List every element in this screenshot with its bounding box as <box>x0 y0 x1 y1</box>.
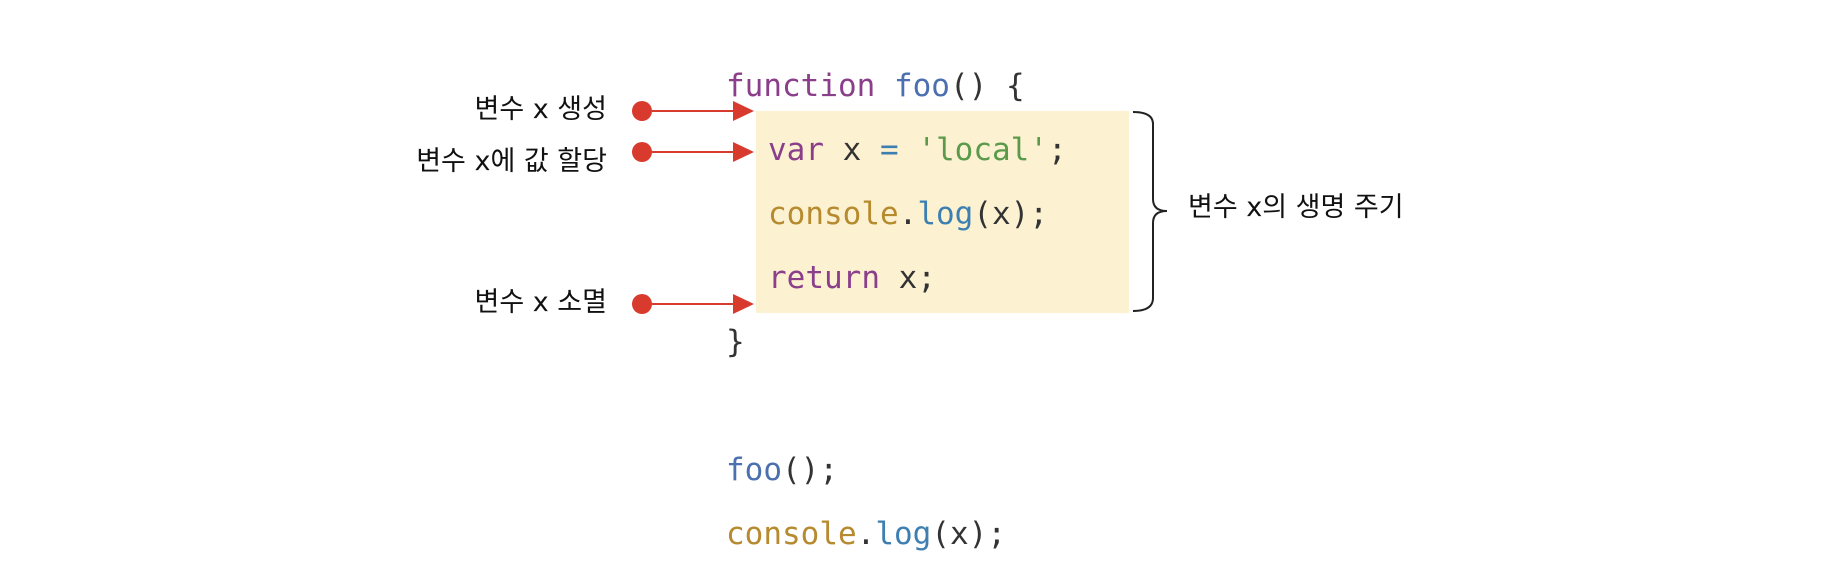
marker-destroyed <box>632 294 754 314</box>
code-token-keyword: var <box>768 132 824 168</box>
code-token-operator: = <box>880 132 899 168</box>
marker-created <box>632 101 754 121</box>
code-token-keyword: return <box>768 260 880 296</box>
code-line-closing-brace: } <box>726 322 745 362</box>
code-line-var-assign: var x = 'local'; <box>768 130 1067 170</box>
code-token-keyword: function <box>726 68 876 104</box>
code-token-console: console <box>726 516 857 552</box>
code-token-plain: } <box>726 324 745 360</box>
code-token-method: log <box>917 196 974 232</box>
code-token-function-name: foo <box>893 68 950 104</box>
code-token-plain: x; <box>879 260 936 296</box>
code-token-function-name: foo <box>726 452 782 488</box>
lifecycle-brace <box>1132 111 1168 312</box>
code-token-plain: . <box>898 196 918 232</box>
code-token-string: 'local' <box>917 132 1048 168</box>
arrowhead-icon <box>733 101 754 121</box>
code-token-plain: ; <box>1048 132 1067 168</box>
code-token-plain: . <box>856 516 876 552</box>
annotation-variable-created: 변수 x 생성 <box>474 94 607 125</box>
code-token-plain: () { <box>949 68 1025 104</box>
function-body-highlight <box>756 111 1129 313</box>
code-token-plain: (x); <box>973 196 1048 232</box>
code-line-console-log-outer: console.log(x); <box>726 514 1006 554</box>
code-token-plain: (x); <box>931 516 1006 552</box>
marker-dot <box>632 142 652 162</box>
annotation-variable-lifecycle: 변수 x의 생명 주기 <box>1188 192 1404 223</box>
code-token-plain: x <box>824 132 880 168</box>
marker-dot <box>632 294 652 314</box>
arrowhead-icon <box>733 294 754 314</box>
annotation-value-assigned: 변수 x에 값 할당 <box>416 146 607 177</box>
code-line-foo-call: foo(); <box>726 450 838 490</box>
marker-assigned <box>632 142 754 162</box>
arrowhead-icon <box>733 142 754 162</box>
code-token-method: log <box>875 516 932 552</box>
code-token-plain: (); <box>782 452 838 488</box>
code-line-console-log-inner: console.log(x); <box>768 194 1048 234</box>
code-token-console: console <box>768 196 899 232</box>
code-line-function-decl: function foo() { <box>726 66 1025 106</box>
annotation-variable-destroyed: 변수 x 소멸 <box>474 287 607 318</box>
marker-dot <box>632 101 652 121</box>
code-line-return: return x; <box>768 258 936 298</box>
